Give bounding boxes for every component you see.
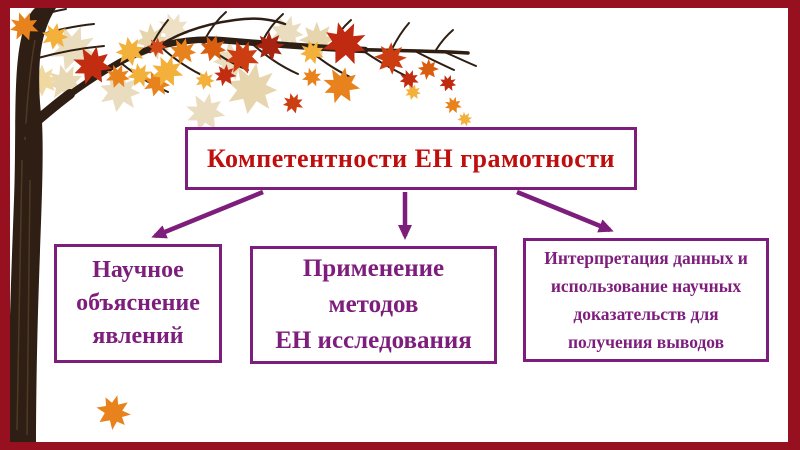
- maple-leaf-icon: [39, 20, 71, 52]
- competency-box-methods-application: Применение методов ЕН исследования: [250, 246, 497, 364]
- box-text-line: доказательств для: [573, 304, 719, 324]
- title-box: Компетентности ЕН грамотности: [185, 127, 637, 190]
- maple-leaf-icon: [292, 14, 344, 67]
- maple-leaf-icon: [316, 60, 367, 111]
- maple-leaf-icon: [102, 60, 134, 92]
- maple-leaf-icon: [403, 82, 423, 102]
- box-text-line: ЕН исследования: [275, 327, 472, 354]
- box-text-line: использование научных: [550, 276, 742, 296]
- maple-leaf-icon: [441, 93, 465, 117]
- falling-leaves: [280, 14, 476, 130]
- maple-leaf-icon: [299, 64, 325, 91]
- maple-leaf-icon: [96, 67, 144, 116]
- maple-leaf-icon: [209, 59, 241, 91]
- maple-leaf-icon: [10, 100, 46, 137]
- maple-leaf-icon: [167, 35, 199, 68]
- maple-leaf-icon: [413, 54, 443, 84]
- connector-arrow-right: [516, 189, 614, 233]
- maple-leaf-icon: [146, 50, 189, 93]
- maple-leaf-icon: [65, 38, 119, 93]
- maple-leaf-icon: [196, 31, 230, 65]
- maple-leaf-icon: [437, 72, 459, 95]
- maple-leaf-icon: [280, 90, 306, 116]
- title-text: Компетентности ЕН грамотности: [206, 143, 616, 173]
- maple-leaf-icon: [127, 15, 179, 67]
- box-text-line: Научное: [92, 257, 184, 283]
- maple-leaf-icon: [222, 58, 282, 119]
- box-text-line: Применение: [302, 255, 445, 282]
- maple-leaf-icon: [396, 66, 422, 92]
- maple-leaf-icon: [123, 58, 157, 92]
- tree-trunk: [8, 8, 56, 442]
- maple-leaf-icon: [5, 7, 43, 46]
- maple-leaf-icon: [42, 59, 88, 105]
- maple-leaf-icon: [209, 37, 255, 84]
- maple-leaf-icon: [143, 33, 171, 61]
- maple-leaf-icon: [113, 34, 147, 69]
- maple-leaf-icon: [297, 37, 327, 68]
- box-text-line: объяснение: [76, 290, 200, 316]
- background-leaves: [10, 8, 344, 140]
- box-text-line: получения выводов: [567, 332, 725, 352]
- tree-branches: [19, 8, 477, 137]
- maple-leaf-icon: [193, 68, 217, 92]
- maple-leaf-icon: [368, 35, 414, 81]
- box-text-line: методов: [328, 291, 419, 318]
- maple-leaf-icon: [43, 18, 103, 79]
- maple-leaf-icon: [266, 11, 308, 54]
- maple-leaf-icon: [26, 64, 58, 97]
- box-text-line: Интерпретация данных и: [544, 248, 748, 268]
- maple-leaf-icon: [153, 8, 194, 49]
- maple-leaf-icon: [140, 66, 174, 100]
- maple-leaf-icon: [249, 25, 291, 67]
- connector-arrow-left: [151, 189, 264, 239]
- competency-box-data-interpretation: Интерпретация данных и использование нау…: [523, 238, 769, 362]
- fallen-maple-leaf-icon: [89, 388, 138, 436]
- branch-leaves: [5, 7, 291, 100]
- maple-leaf-icon: [315, 14, 374, 73]
- box-text-line: явлений: [92, 323, 184, 349]
- competency-box-scientific-explanation: Научное объяснение явлений: [54, 244, 222, 363]
- maple-leaf-icon: [220, 35, 264, 80]
